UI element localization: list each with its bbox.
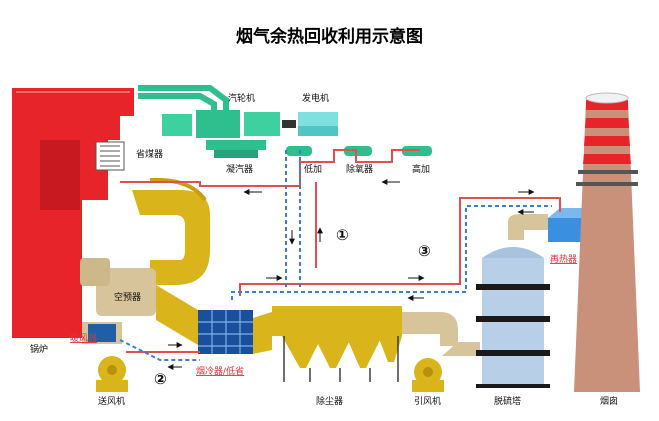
hot-water-lines — [120, 149, 561, 353]
label-reheater: 再热器 — [550, 253, 577, 265]
label-generator: 发电机 — [302, 92, 329, 104]
dust-collector — [272, 306, 458, 382]
economizer — [95, 141, 125, 171]
label-boiler: 锅炉 — [30, 343, 48, 355]
label-air-preheater: 空预器 — [114, 291, 141, 303]
diagram-title: 烟气余热回收利用示意图 — [236, 27, 423, 47]
label-condenser: 凝汽器 — [226, 163, 253, 175]
label-chimney: 烟囱 — [600, 395, 618, 407]
chimney — [574, 92, 640, 392]
desulfurization-tower — [476, 214, 550, 388]
label-forced-fan: 送风机 — [98, 395, 125, 407]
induced-fan — [412, 342, 480, 392]
air-preheater — [80, 258, 198, 345]
label-economizer: 省煤器 — [136, 148, 163, 160]
label-deaerator: 除氧器 — [346, 163, 373, 175]
turbine-generator — [138, 85, 338, 158]
flue-cooler — [198, 310, 272, 354]
label-flue-cooler: 烟冷器/低省 — [196, 365, 244, 377]
forced-fan — [96, 356, 128, 392]
label-heater: 暖风器 — [70, 332, 97, 344]
flow-arrows — [167, 179, 535, 370]
marker-three: ③ — [418, 242, 431, 260]
cold-water-lines — [119, 150, 552, 361]
label-high-heater: 高加 — [412, 163, 430, 175]
label-desulfurization-tower: 脱硫塔 — [494, 395, 521, 407]
label-low-heater: 低加 — [304, 163, 322, 175]
label-dust-collector: 除尘器 — [316, 395, 343, 407]
heater-unit — [82, 322, 122, 344]
marker-two: ② — [154, 370, 167, 388]
marker-one: ① — [336, 226, 349, 244]
flue-duct-upper — [132, 177, 210, 285]
label-induced-fan: 引风机 — [414, 395, 441, 407]
label-turbine: 汽轮机 — [228, 92, 255, 104]
